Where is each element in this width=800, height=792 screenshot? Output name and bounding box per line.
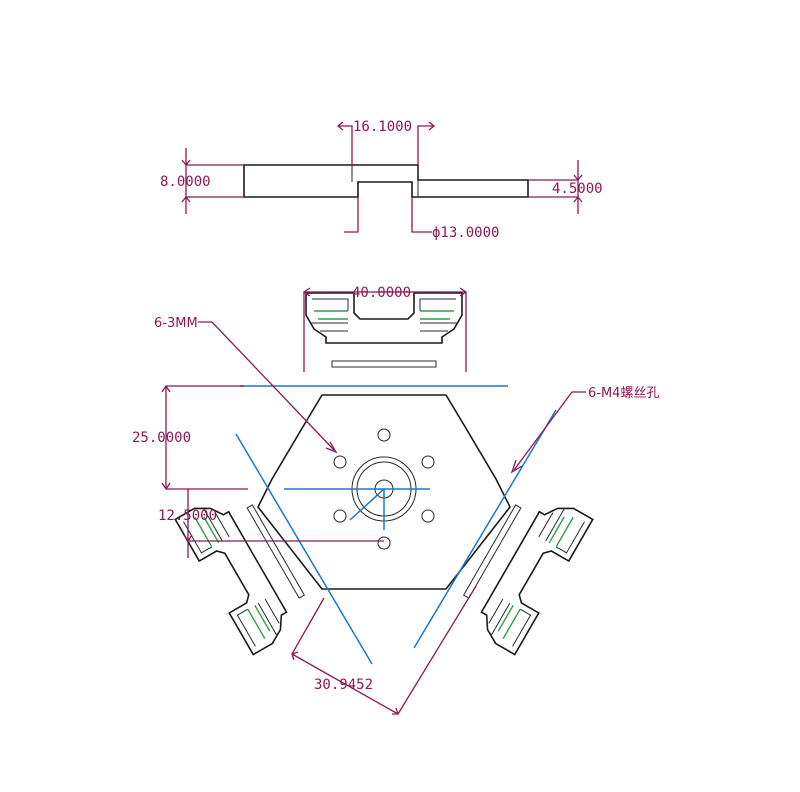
centerline-right-arm bbox=[413, 409, 557, 649]
dim-thickness: 8.0000 bbox=[160, 148, 244, 214]
dim-offset: 12.5000 bbox=[158, 489, 384, 558]
hole bbox=[421, 509, 435, 523]
centerline-left-arm bbox=[235, 433, 373, 665]
label-offset: 12.5000 bbox=[158, 508, 217, 524]
top-view: 40.0000 25.0000 12.5000 30.9452 6-3MM bbox=[132, 285, 659, 715]
note-holes: 6-3MM bbox=[154, 316, 338, 454]
hole bbox=[377, 536, 391, 550]
label-width: 16.1000 bbox=[353, 119, 412, 135]
label-height: 25.0000 bbox=[132, 430, 191, 446]
dim-step: 4.5000 bbox=[528, 160, 603, 214]
arm-top bbox=[305, 292, 463, 368]
hole bbox=[333, 509, 347, 523]
label-pitch: 30.9452 bbox=[314, 677, 373, 693]
dim-width: 16.1000 bbox=[336, 119, 436, 165]
dim-bore: ϕ13.0000 bbox=[344, 197, 499, 241]
side-profile bbox=[243, 164, 529, 198]
dim-span: 40.0000 bbox=[302, 285, 468, 372]
hole bbox=[333, 455, 347, 469]
dim-pitch: 30.9452 bbox=[291, 585, 477, 715]
label-step: 4.5000 bbox=[552, 181, 603, 197]
dim-height: 25.0000 bbox=[132, 384, 248, 491]
note-threads: 6-M4螺丝孔 bbox=[510, 386, 659, 474]
label-thread-note: 6-M4螺丝孔 bbox=[588, 386, 659, 401]
label-hole-note: 6-3MM bbox=[154, 316, 198, 331]
label-bore: ϕ13.0000 bbox=[432, 225, 499, 241]
hole bbox=[377, 428, 391, 442]
side-view: 16.1000 8.0000 4.5000 ϕ13.0000 bbox=[160, 119, 603, 241]
hole bbox=[421, 455, 435, 469]
label-span: 40.0000 bbox=[352, 285, 411, 301]
centerline-diag bbox=[349, 488, 385, 521]
label-thickness: 8.0000 bbox=[160, 174, 211, 190]
